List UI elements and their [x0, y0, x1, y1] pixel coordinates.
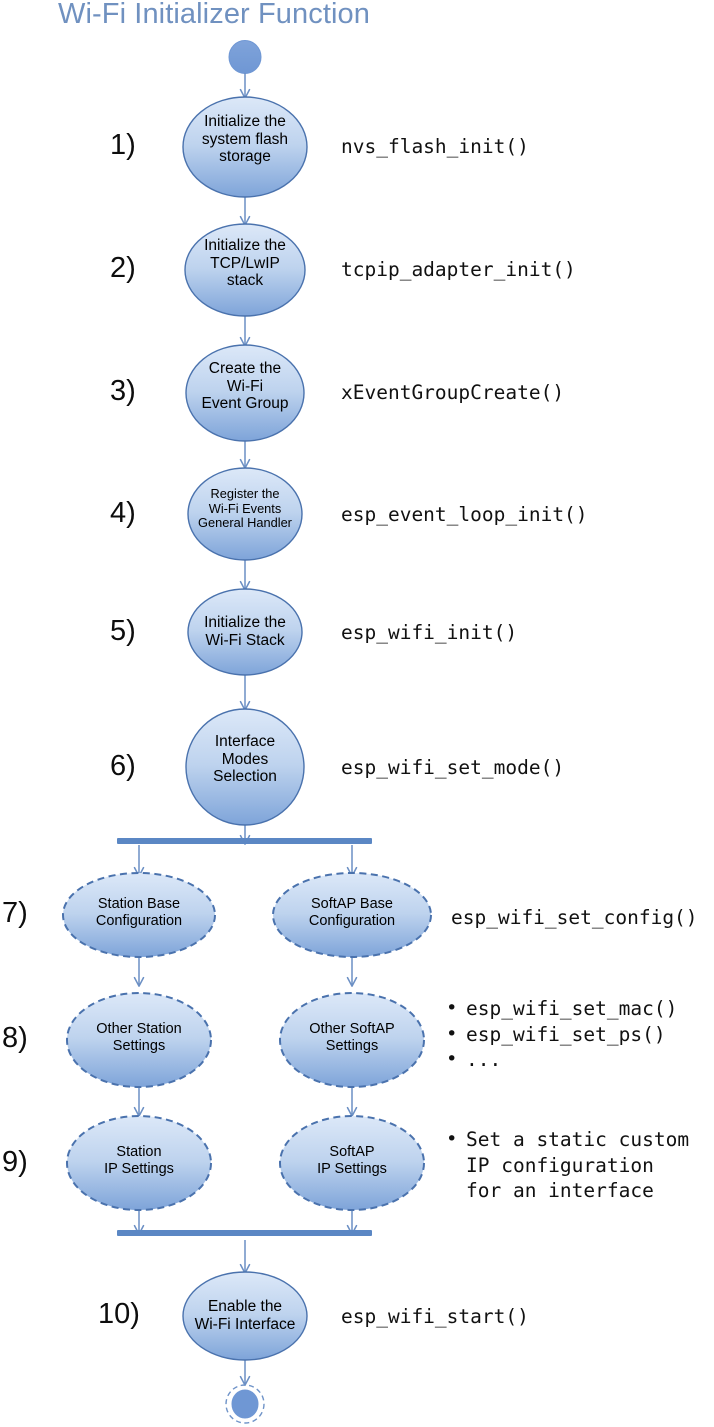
step-number-1: 1) — [110, 129, 136, 161]
step-number-7: 7) — [2, 897, 28, 929]
end-node-ring — [225, 1384, 265, 1424]
step-number-4: 4) — [110, 497, 136, 529]
node-step-3[interactable] — [185, 344, 305, 442]
api-annotation-step-9-list: Set a static custom IP configuration for… — [443, 1127, 689, 1204]
api-bullet-step-8-1: esp_wifi_set_ps() — [443, 1022, 677, 1048]
api-annotation-step-1: nvs_flash_init() — [341, 135, 529, 158]
end-node — [231, 1389, 259, 1419]
fork-bar — [117, 838, 372, 844]
api-annotation-step-7: esp_wifi_set_config() — [451, 906, 698, 929]
step-number-2: 2) — [110, 252, 136, 284]
node-step-1[interactable] — [182, 96, 308, 198]
api-annotation-step-2: tcpip_adapter_init() — [341, 258, 576, 281]
node-step-5[interactable] — [187, 588, 303, 676]
api-annotation-step-5: esp_wifi_init() — [341, 621, 518, 644]
api-annotation-step-3: xEventGroupCreate() — [341, 381, 565, 404]
node-step-9-station[interactable] — [66, 1115, 212, 1211]
step-number-9: 9) — [2, 1146, 28, 1178]
step-number-5: 5) — [110, 615, 136, 647]
node-step-8-softap[interactable] — [279, 992, 425, 1088]
start-node — [228, 40, 262, 74]
join-bar — [117, 1230, 372, 1236]
step-number-6: 6) — [110, 750, 136, 782]
api-bullet-step-9-0: Set a static custom IP configuration for… — [443, 1127, 689, 1204]
api-annotation-step-4: esp_event_loop_init() — [341, 503, 588, 526]
node-step-8-station[interactable] — [66, 992, 212, 1088]
step-number-3: 3) — [110, 375, 136, 407]
api-bullet-step-8-2: ... — [443, 1047, 677, 1073]
api-annotation-step-8-list: esp_wifi_set_mac() esp_wifi_set_ps() ... — [443, 996, 677, 1073]
node-step-2[interactable] — [184, 223, 306, 317]
page-title: Wi-Fi Initializer Function — [58, 0, 370, 30]
node-step-10[interactable] — [182, 1271, 308, 1361]
api-annotation-step-6: esp_wifi_set_mode() — [341, 756, 565, 779]
api-annotation-step-10: esp_wifi_start() — [341, 1305, 529, 1328]
node-step-7-station[interactable] — [62, 872, 216, 958]
node-step-7-softap[interactable] — [272, 872, 432, 958]
step-number-8: 8) — [2, 1022, 28, 1054]
node-step-4[interactable] — [187, 467, 303, 561]
node-step-6[interactable] — [185, 708, 305, 826]
node-step-9-softap[interactable] — [279, 1115, 425, 1211]
api-bullet-step-8-0: esp_wifi_set_mac() — [443, 996, 677, 1022]
step-number-10: 10) — [98, 1298, 140, 1330]
